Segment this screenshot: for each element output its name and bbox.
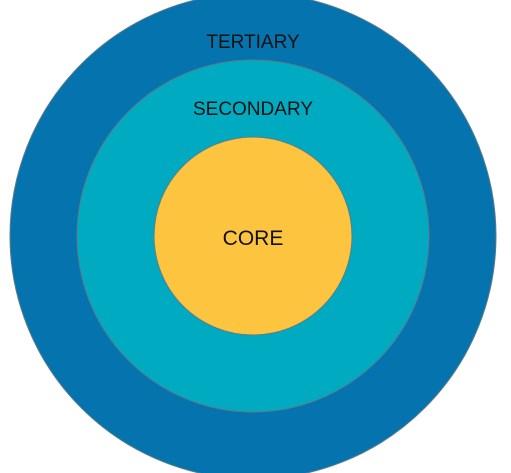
core-circle <box>153 136 353 336</box>
tertiary-label: TERTIARY <box>206 32 300 53</box>
core-label: CORE <box>223 227 284 250</box>
secondary-label: SECONDARY <box>193 99 313 120</box>
